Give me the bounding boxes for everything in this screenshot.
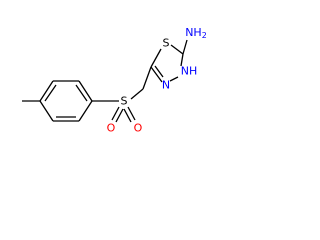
amine-subscript: 2 <box>202 31 207 40</box>
bond-amine <box>182 39 188 55</box>
thiadiazole-sulfur-label: S <box>163 37 170 50</box>
oxygen-right-label: O <box>134 122 143 135</box>
benzene-ring <box>39 80 93 122</box>
sulfonyl-sulfur-label: S <box>121 95 128 108</box>
oxygen-left-label: O <box>107 122 116 135</box>
ring-nh-label: NH <box>181 65 198 78</box>
ring-n-label: N <box>162 79 170 92</box>
amine-nh-text: NH <box>185 26 202 39</box>
sulfonyl-oxygens-bonds <box>111 106 136 123</box>
molecule-structure: S NH2 NH N S O O <box>22 26 207 135</box>
bond-methylene-ring <box>142 66 152 90</box>
thiadiazole-ring <box>150 44 184 83</box>
bond-sulfonyl-methylene <box>130 88 144 100</box>
amine-label: NH2 <box>185 26 207 40</box>
